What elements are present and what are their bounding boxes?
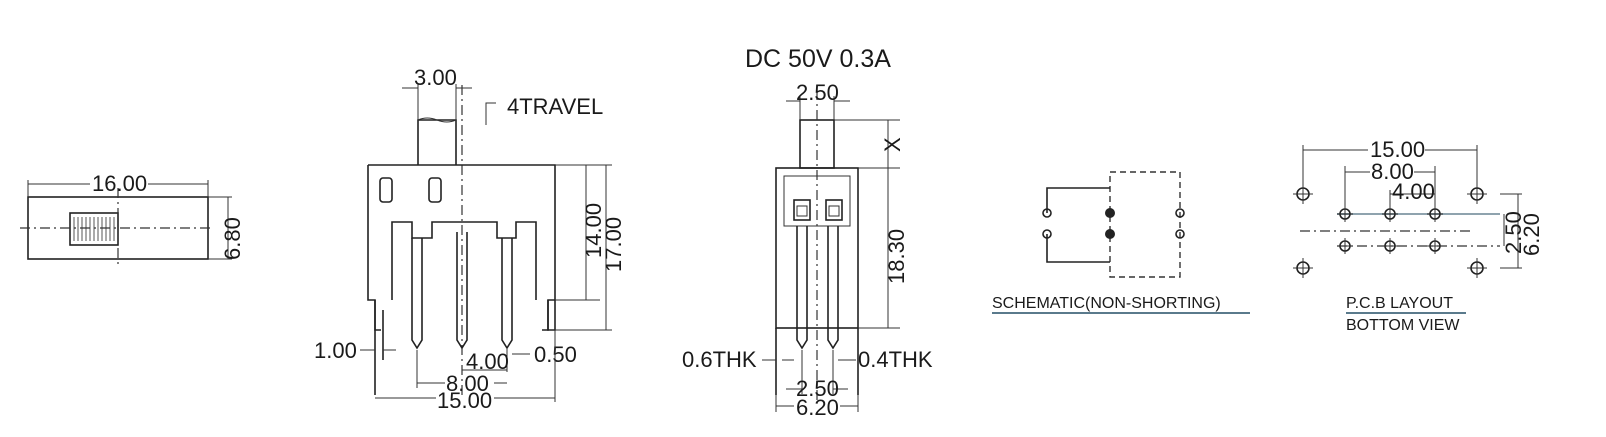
top-height-dim: 6.80 bbox=[220, 217, 245, 260]
pcb-label-line1: P.C.B LAYOUT bbox=[1346, 295, 1453, 312]
side-travel-mark: X bbox=[880, 137, 905, 152]
side-overall-width-dim: 6.20 bbox=[796, 395, 839, 420]
front-travel-dim: 4TRAVEL bbox=[507, 94, 603, 119]
pcb-outer-span-dim: 15.00 bbox=[1370, 137, 1425, 162]
pcb-outer-row-spacing-dim: 6.20 bbox=[1519, 213, 1544, 256]
pcb-pads bbox=[1293, 184, 1487, 278]
pcb-row-spacing-dim: 2.50 bbox=[1501, 211, 1526, 254]
pcb-pin-span-dim: 8.00 bbox=[1371, 159, 1414, 184]
side-tab-thickness-dim: 0.6THK bbox=[682, 347, 757, 372]
side-body-height-dim: 18.30 bbox=[884, 229, 909, 284]
top-view: 16.00 6.80 bbox=[20, 171, 245, 268]
pcb-layout: 15.00 8.00 4.00 2.50 6.20 P.C.B LAYOUT B… bbox=[1293, 137, 1544, 334]
rating-label: DC 50V 0.3A bbox=[745, 45, 891, 73]
front-overall-width-dim: 15.00 bbox=[437, 388, 492, 413]
schematic-label: SCHEMATIC(NON-SHORTING) bbox=[992, 295, 1221, 312]
side-pin-spacing-dim: 2.50 bbox=[796, 376, 839, 401]
front-pin-span-dim: 8.00 bbox=[446, 371, 489, 396]
side-view: 2.50 X 18.30 0.6THK 0.4THK 2.50 bbox=[682, 80, 933, 420]
front-pin-pitch-dim: 4.00 bbox=[466, 349, 509, 374]
front-view: 3.00 4TRAVEL 14.00 17.00 1.00 0.50 bbox=[314, 65, 626, 413]
front-total-height-dim: 17.00 bbox=[601, 217, 626, 272]
front-knob-dim: 3.00 bbox=[414, 65, 457, 90]
top-length-dim: 16.00 bbox=[92, 171, 147, 196]
side-pin-thickness-dim: 0.4THK bbox=[858, 347, 933, 372]
pcb-label-line2: BOTTOM VIEW bbox=[1346, 317, 1460, 334]
schematic: SCHEMATIC(NON-SHORTING) bbox=[992, 171, 1250, 314]
side-knob-dim: 2.50 bbox=[796, 80, 839, 105]
pcb-pin-pitch-dim: 4.00 bbox=[1392, 179, 1435, 204]
front-tab-width-dim: 1.00 bbox=[314, 338, 357, 363]
front-body-height-dim: 14.00 bbox=[581, 203, 606, 258]
